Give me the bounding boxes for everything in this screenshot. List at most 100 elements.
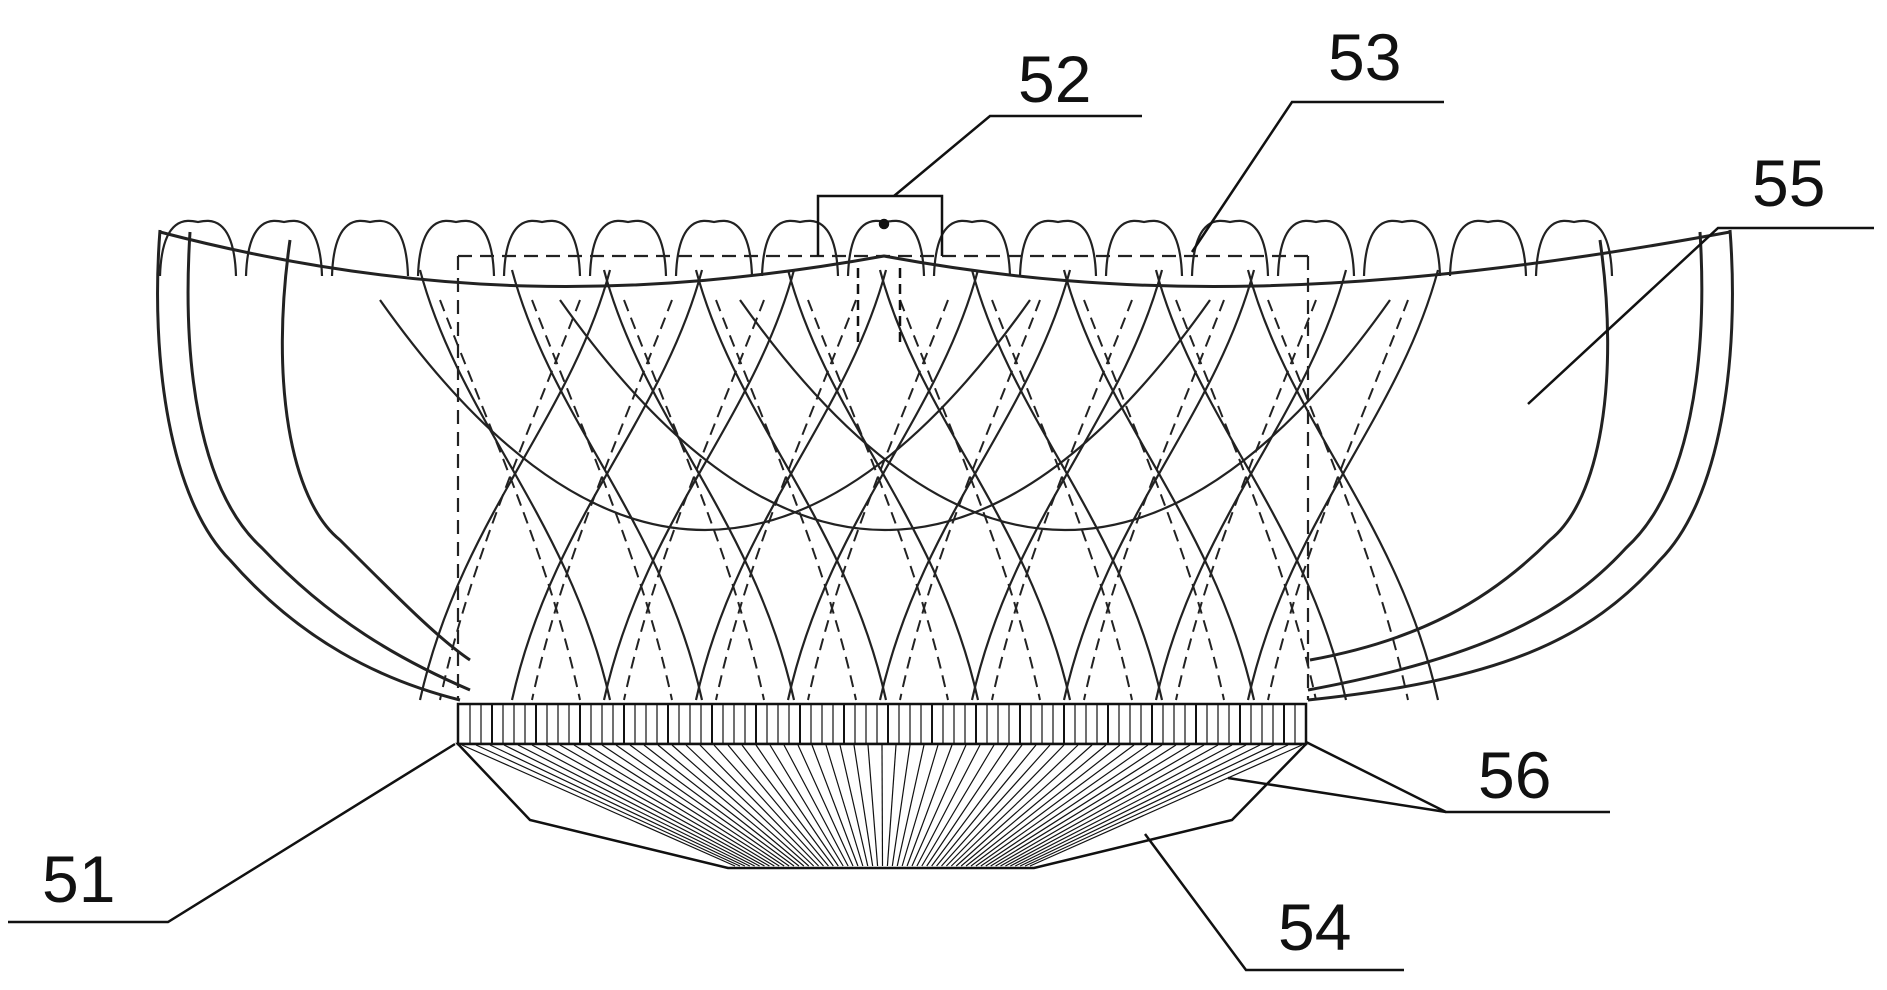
- label-54: 54: [1278, 890, 1351, 964]
- skirt-line: [975, 744, 1149, 867]
- skirt-line: [1024, 744, 1289, 867]
- skirt-line: [955, 744, 1093, 867]
- skirt-line: [921, 744, 995, 867]
- skirt-line: [741, 744, 834, 867]
- crown-loop: [674, 219, 754, 277]
- skirt-line: [886, 744, 897, 867]
- skirt-line: [839, 744, 869, 867]
- skirt-line: [891, 744, 911, 867]
- skirt-line: [783, 744, 849, 867]
- lattice-strut-dashed: [1175, 299, 1317, 701]
- leader-53: [1190, 100, 1444, 253]
- crown-loop: [502, 219, 582, 277]
- lattice-strut: [786, 269, 980, 701]
- lattice-strut-dashed: [807, 299, 949, 701]
- skirt-line: [657, 744, 805, 867]
- skirt-line: [970, 744, 1135, 867]
- skirt: [455, 742, 1309, 870]
- leaflet-arc: [739, 299, 1391, 532]
- flare-strut: [156, 229, 461, 702]
- lattice-strut: [970, 269, 1164, 701]
- lattice-strut-dashed: [1083, 299, 1225, 701]
- skirt-line: [461, 744, 736, 867]
- skirt-line: [1014, 744, 1261, 867]
- skirt-line: [931, 744, 1023, 867]
- leader-56a: [1305, 740, 1610, 814]
- skirt-line: [769, 744, 844, 867]
- skirt-line: [867, 744, 879, 867]
- lattice-strut-dashed: [1175, 299, 1317, 701]
- skirt-fan-lines: [461, 744, 1303, 867]
- leader-54: [1143, 833, 1404, 972]
- crown-loop: [330, 219, 410, 277]
- skirt-line: [950, 744, 1079, 867]
- skirt-line: [896, 744, 925, 867]
- lattice-strut-dashed: [991, 299, 1133, 701]
- crown-loop: [158, 219, 238, 277]
- crown-loop: [1104, 219, 1184, 277]
- lattice-strut: [1246, 269, 1440, 701]
- skirt-line: [503, 744, 751, 867]
- flare-strut: [280, 239, 471, 662]
- skirt-line: [941, 744, 1051, 867]
- lattice-strut: [786, 269, 980, 701]
- lattice-strut: [1062, 269, 1256, 701]
- flare-strut: [1307, 231, 1704, 692]
- crown-loop: [244, 219, 324, 277]
- crown-loop: [588, 219, 668, 277]
- lattice-strut-dashed: [899, 299, 1041, 701]
- ring-band-ticks: [469, 705, 1296, 743]
- lattice-strut: [510, 269, 704, 701]
- skirt-line: [699, 744, 820, 867]
- lattice-solid-struts: [158, 219, 1614, 701]
- lattice-strut-dashed: [439, 299, 581, 701]
- crown-loop: [1190, 219, 1270, 277]
- lattice-strut: [878, 269, 1072, 701]
- skirt-line: [727, 744, 829, 867]
- label-51: 51: [42, 842, 115, 916]
- skirt-line: [1000, 744, 1219, 867]
- crown-loop: [1362, 219, 1442, 277]
- lattice-strut: [1154, 269, 1348, 701]
- skirt-line: [573, 744, 775, 867]
- crown-loop: [1018, 219, 1098, 277]
- label-56: 56: [1478, 738, 1551, 812]
- skirt-line: [1005, 744, 1233, 867]
- skirt-line: [995, 744, 1205, 867]
- skirt-line: [713, 744, 824, 867]
- lattice-strut-dashed: [623, 299, 765, 701]
- lattice-strut-dashed: [715, 299, 857, 701]
- lattice-strut: [694, 269, 888, 701]
- skirt-line: [685, 744, 815, 867]
- skirt-line: [1019, 744, 1275, 867]
- skirt-line: [671, 744, 810, 867]
- lattice-strut-dashed: [531, 299, 673, 701]
- skirt-line: [936, 744, 1037, 867]
- lattice-strut: [418, 269, 612, 701]
- lattice-strut-dashed: [623, 299, 765, 701]
- skirt-line: [985, 744, 1177, 867]
- leaflet-arc: [379, 299, 1031, 532]
- lattice-strut: [1246, 269, 1440, 701]
- lattice-strut-dashed: [531, 299, 673, 701]
- skirt-line: [517, 744, 755, 867]
- skirt-line: [615, 744, 790, 867]
- flare-strut: [186, 231, 471, 692]
- skirt-line: [797, 744, 854, 867]
- leader-56b: [1227, 776, 1447, 814]
- inflow-ring-band: [456, 702, 1308, 746]
- skirt-line: [545, 744, 765, 867]
- skirt-line: [587, 744, 780, 867]
- skirt-line: [881, 744, 884, 867]
- skirt-line: [945, 744, 1065, 867]
- skirt-line: [489, 744, 746, 867]
- lattice-strut-dashed: [439, 299, 581, 701]
- crown-loop: [416, 219, 496, 277]
- skirt-line: [965, 744, 1121, 867]
- lattice-strut-dashed: [991, 299, 1133, 701]
- crown-loop: [1534, 219, 1614, 277]
- crown-edge: [159, 230, 1731, 288]
- skirt-line: [926, 744, 1009, 867]
- crown-loop: [1276, 219, 1356, 277]
